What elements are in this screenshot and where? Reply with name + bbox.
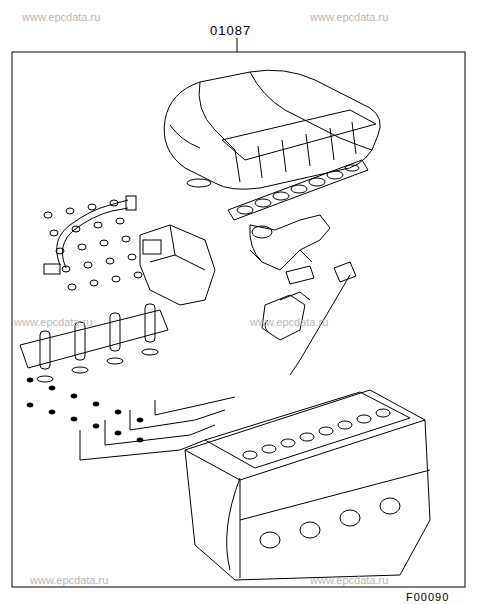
watermark: www.epcdata.ru [22,12,100,23]
cam-journal [281,439,295,447]
o-ring [112,276,120,282]
o-ring [134,272,142,278]
o-ring [44,212,52,218]
watermark: www.epcdata.ru [310,12,388,23]
seal [27,403,33,407]
o-ring [78,244,86,250]
o-ring [90,280,98,286]
o-ring [72,226,80,232]
o-ring [88,204,96,210]
leader-line [237,38,238,52]
wiring-harness [44,196,136,274]
watermark: www.epcdata.ru [310,575,388,586]
manifold-gasket [228,160,368,220]
seal [71,417,77,421]
seal [71,394,77,398]
camshaft-caps [243,409,390,459]
injector [40,331,50,369]
o-ring [84,262,92,268]
seal [93,424,99,428]
cam-journal [338,421,352,429]
injector-seal [107,358,123,364]
cam-journal [319,427,333,435]
cylinder-head [185,390,430,580]
o-ring [116,218,124,224]
cam-journal [357,415,371,423]
cam-journal [262,445,276,453]
seal [137,418,143,422]
cam-journal [300,433,314,441]
seal [49,386,55,390]
o-ring [128,254,136,260]
watermark: www.epcdata.ru [250,317,328,328]
o-ring [94,222,102,228]
o-ring [66,208,74,214]
o-ring [106,258,114,264]
kit-frame [12,52,465,587]
seal [115,431,121,435]
injector-seal-set [20,304,168,382]
seal [27,378,33,382]
cam-journal [376,409,390,417]
injector-seal [142,349,158,355]
o-ring [56,248,64,254]
callout-number: 01087 [210,24,251,37]
assembly-lines [80,397,235,460]
injector-seal [72,367,88,373]
seal [49,410,55,414]
injector [110,313,120,351]
o-ring [62,266,70,272]
o-ring [100,240,108,246]
o-ring [50,230,58,236]
intake-manifold [164,70,380,189]
seal [115,410,121,414]
watermark: www.epcdata.ru [14,317,92,328]
figure-code: F00090 [406,592,449,603]
throttle-body [140,215,356,375]
cam-journal [243,451,257,459]
seal [93,402,99,406]
o-ring [110,200,118,206]
injector-seal [37,376,53,382]
o-ring [68,284,76,290]
watermark: www.epcdata.ru [30,575,108,586]
o-ring [122,236,130,242]
injector [145,304,155,342]
